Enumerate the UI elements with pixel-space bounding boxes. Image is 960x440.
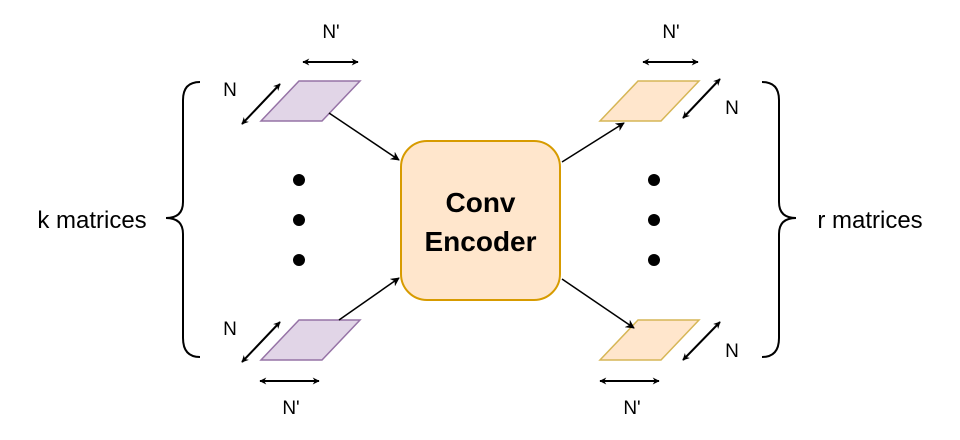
output-matrix-bottom: [598, 319, 701, 361]
input-matrix-top: [259, 80, 362, 122]
left-brace: [165, 81, 201, 358]
ellipsis-dot-left-1: [293, 174, 305, 186]
conv-encoder-box: [400, 140, 561, 301]
arrow-input-top-to-encoder: [328, 112, 400, 161]
outputs-label: r matrices: [817, 207, 922, 234]
ellipsis-dot-right-1: [648, 174, 660, 186]
dim-arrow-height-output-top: [682, 78, 721, 119]
ellipsis-dot-left-2: [293, 214, 305, 226]
encoder-label-line1: Conv: [446, 187, 516, 218]
inputs-label: k matrices: [37, 207, 146, 234]
arrow-encoder-to-output-bottom: [561, 278, 635, 329]
dim-label-width-output-top: N': [662, 22, 679, 43]
input-matrix-bottom: [259, 319, 362, 361]
dim-arrow-height-input-bottom: [241, 321, 281, 363]
ellipsis-dot-left-3: [293, 254, 305, 266]
dim-arrow-height-output-bottom: [682, 321, 721, 361]
dim-arrow-height-input-top: [241, 83, 281, 125]
dim-label-width-input-top: N': [322, 22, 339, 43]
arrow-encoder-to-output-top: [561, 122, 625, 163]
dim-label-width-input-bottom: N': [282, 398, 299, 419]
right-brace: [761, 81, 797, 358]
arrow-input-bottom-to-encoder: [338, 277, 400, 321]
ellipsis-dot-right-2: [648, 214, 660, 226]
dim-label-height-output-bottom: N: [725, 341, 739, 362]
dim-label-height-input-top: N: [223, 80, 237, 101]
dim-label-height-input-bottom: N: [223, 319, 237, 340]
output-matrix-top: [598, 80, 701, 122]
dim-label-height-output-top: N: [725, 98, 739, 119]
ellipsis-dot-right-3: [648, 254, 660, 266]
dim-label-width-output-bottom: N': [623, 398, 640, 419]
encoder-label-line2: Encoder: [424, 226, 536, 257]
